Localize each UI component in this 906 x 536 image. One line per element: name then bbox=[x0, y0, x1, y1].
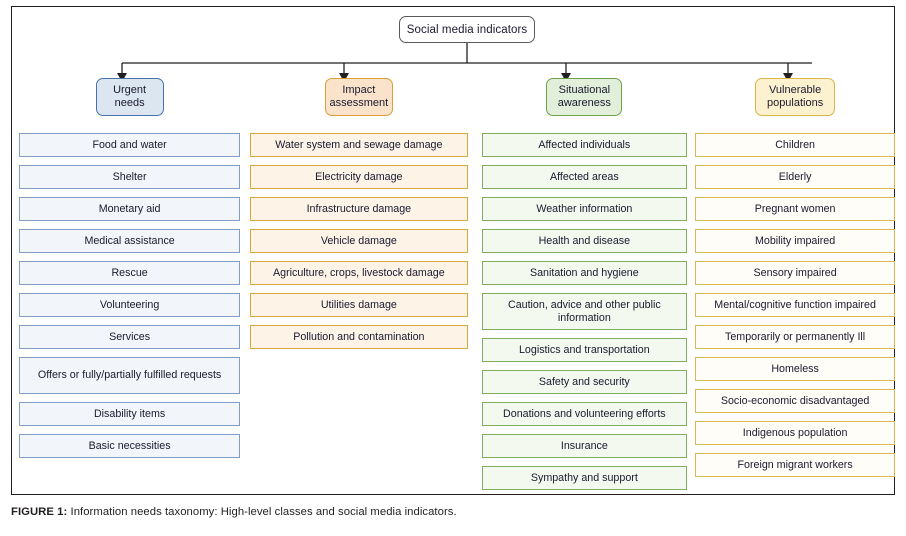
indicator-item: Food and water bbox=[19, 133, 241, 157]
column-situational-awareness: Situational awareness Affected individua… bbox=[481, 78, 688, 490]
indicator-item: Medical assistance bbox=[19, 229, 241, 253]
root-node-social-media-indicators: Social media indicators bbox=[399, 16, 535, 43]
class-header-impact-assessment: Impact assessment bbox=[324, 78, 393, 116]
indicator-item: Mental/cognitive function impaired bbox=[695, 293, 896, 317]
indicator-item: Agriculture, crops, livestock damage bbox=[250, 261, 468, 285]
class-header-urgent-needs: Urgent needs bbox=[95, 78, 164, 116]
indicator-item: Affected individuals bbox=[481, 133, 688, 157]
indicator-item: Donations and volunteering efforts bbox=[481, 402, 688, 426]
figure-caption-text: Information needs taxonomy: High-level c… bbox=[67, 506, 457, 518]
indicator-item: Socio-economic disadvantaged bbox=[695, 389, 896, 413]
indicator-item: Caution, advice and other public informa… bbox=[481, 293, 688, 330]
indicator-item: Sensory impaired bbox=[695, 261, 896, 285]
indicator-item: Rescue bbox=[19, 261, 241, 285]
indicator-item: Disability items bbox=[19, 402, 241, 426]
indicator-item: Shelter bbox=[19, 165, 241, 189]
class-header-vulnerable-populations: Vulnerable populations bbox=[755, 78, 836, 116]
figure-caption-label: FIGURE 1: bbox=[11, 506, 68, 518]
indicator-item: Logistics and transportation bbox=[481, 338, 688, 362]
indicator-item: Homeless bbox=[695, 357, 896, 381]
indicator-item: Monetary aid bbox=[19, 197, 241, 221]
indicator-item: Vehicle damage bbox=[250, 229, 468, 253]
indicator-item: Basic necessities bbox=[19, 434, 241, 458]
indicator-item: Offers or fully/partially fulfilled requ… bbox=[19, 357, 241, 394]
indicator-item: Utilities damage bbox=[250, 293, 468, 317]
column-urgent-needs: Urgent needs Food and water Shelter Mone… bbox=[19, 78, 241, 490]
indicator-item: Health and disease bbox=[481, 229, 688, 253]
indicator-item: Weather information bbox=[481, 197, 688, 221]
indicator-list-urgent-needs: Food and water Shelter Monetary aid Medi… bbox=[19, 133, 241, 458]
indicator-item: Services bbox=[19, 325, 241, 349]
indicator-list-situational-awareness: Affected individuals Affected areas Weat… bbox=[481, 133, 688, 490]
indicator-item: Insurance bbox=[481, 434, 688, 458]
indicator-item: Sanitation and hygiene bbox=[481, 261, 688, 285]
indicator-item: Water system and sewage damage bbox=[250, 133, 468, 157]
indicator-item: Temporarily or permanently Ill bbox=[695, 325, 896, 349]
indicator-item: Sympathy and support bbox=[481, 466, 688, 490]
indicator-item: Pregnant women bbox=[695, 197, 896, 221]
indicator-item: Indigenous population bbox=[695, 421, 896, 445]
indicator-list-impact-assessment: Water system and sewage damage Electrici… bbox=[250, 133, 468, 349]
column-vulnerable-populations: Vulnerable populations Children Elderly … bbox=[695, 78, 896, 490]
indicator-item: Safety and security bbox=[481, 370, 688, 394]
indicator-item: Children bbox=[695, 133, 896, 157]
indicator-item: Mobility impaired bbox=[695, 229, 896, 253]
indicator-item: Pollution and contamination bbox=[250, 325, 468, 349]
column-impact-assessment: Impact assessment Water system and sewag… bbox=[250, 78, 468, 490]
figure-caption: FIGURE 1: Information needs taxonomy: Hi… bbox=[11, 506, 895, 518]
indicator-item: Elderly bbox=[695, 165, 896, 189]
indicator-item: Affected areas bbox=[481, 165, 688, 189]
indicator-list-vulnerable-populations: Children Elderly Pregnant women Mobility… bbox=[695, 133, 896, 477]
class-header-situational-awareness: Situational awareness bbox=[546, 78, 623, 116]
taxonomy-columns: Urgent needs Food and water Shelter Mone… bbox=[11, 78, 896, 490]
indicator-item: Electricity damage bbox=[250, 165, 468, 189]
indicator-item: Foreign migrant workers bbox=[695, 453, 896, 477]
indicator-item: Volunteering bbox=[19, 293, 241, 317]
indicator-item: Infrastructure damage bbox=[250, 197, 468, 221]
